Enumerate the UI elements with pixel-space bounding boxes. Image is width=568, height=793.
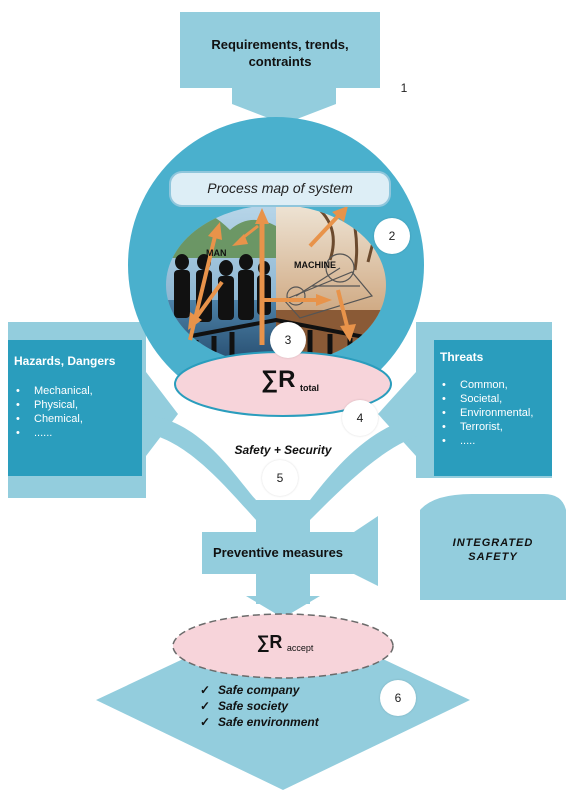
integrated-safety-label: INTEGRATED SAFETY [452,537,534,563]
list-item: •Physical, [16,399,79,411]
sum-risk-accept-symbol: ∑R [256,632,283,652]
threats-panel [434,340,552,476]
list-item: •Terrorist, [442,421,503,433]
bullet-icon: • [16,427,20,439]
bullet-icon: • [442,379,446,391]
risk-total-label: ∑R total [240,366,340,394]
flow-arrows [188,206,356,345]
list-item: •..... [442,435,476,447]
hazards-title: Hazards, Dangers [14,354,116,368]
step-number-5: 5 [262,460,298,496]
list-item: ✓Safe environment [200,715,319,729]
man-label: MAN [206,248,227,258]
list-item: •Chemical, [16,413,83,425]
risk-accept-sub: accept [286,643,314,653]
bullet-icon: • [16,399,20,411]
safety-funnel [142,414,432,535]
risk-accept-ellipse [172,613,394,679]
bullet-icon: • [442,393,446,405]
sum-risk-symbol: ∑R [261,366,296,393]
integrated-safety-shape [420,494,566,600]
step-number-1: 1 [386,70,422,106]
step-number-6: 6 [380,680,416,716]
list-item: ✓Safe company [200,683,300,697]
preventive-down-head [246,596,320,618]
top-arrow [180,12,380,124]
threats-list: •Common, •Societal, •Environmental, •Ter… [442,378,533,448]
bullet-icon: • [442,421,446,433]
outcome-list: ✓Safe company ✓Safe society ✓Safe enviro… [200,682,319,730]
step-number-4: 4 [342,400,378,436]
list-item: •Environmental, [442,407,534,419]
process-map-label: Process map of system [207,180,353,196]
list-item: •Mechanical, [16,385,93,397]
list-item: •Societal, [442,393,503,405]
list-item: •Common, [442,379,508,391]
machine-label: MACHINE [294,260,336,270]
safety-security-label: Safety + Security [234,443,332,457]
bullet-icon: • [16,413,20,425]
list-item: ✓Safe society [200,699,289,713]
step-number-2: 2 [374,218,410,254]
preventive-measures-label: Preventive measures [212,545,344,560]
check-icon: ✓ [200,683,211,697]
bullet-icon: • [16,385,20,397]
preventive-arrow [202,516,378,586]
step-number-3: 3 [270,322,306,358]
bullet-icon: • [442,435,446,447]
list-item: •...... [16,427,53,439]
top-box-title: Requirements, trends, contraints [211,37,349,69]
process-map-box [169,171,391,207]
risk-accept-label: ∑R accept [230,632,340,653]
hazards-list: •Mechanical, •Physical, •Chemical, •....… [16,384,93,440]
hazards-panel [8,340,142,476]
check-icon: ✓ [200,699,211,713]
threats-title: Threats [440,350,484,364]
risk-total-sub: total [299,383,319,393]
bullet-icon: • [442,407,446,419]
check-icon: ✓ [200,715,211,729]
